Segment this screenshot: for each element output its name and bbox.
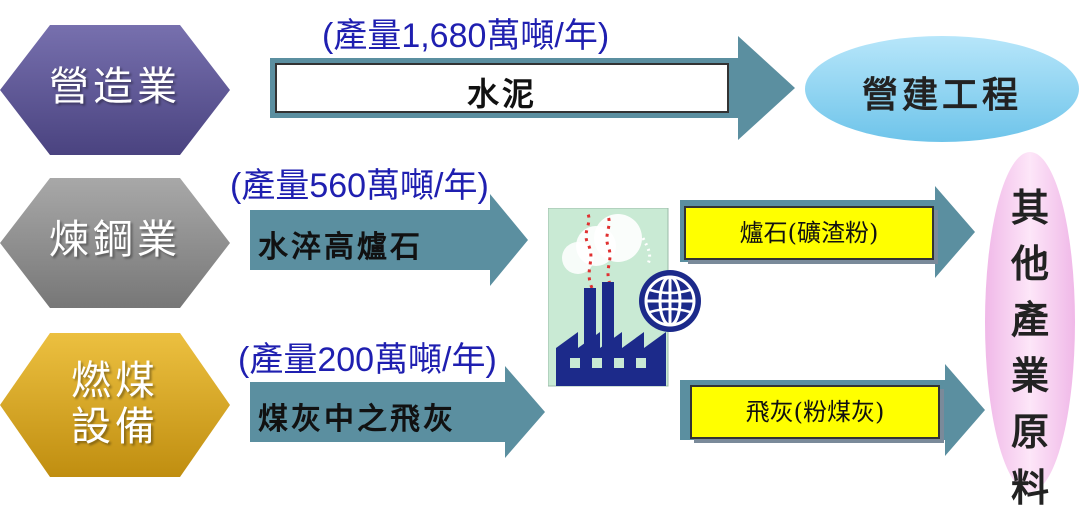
dest-char-4: 業	[1010, 353, 1049, 398]
factory-icon	[548, 208, 669, 387]
source-coal-line1: 燃煤	[71, 358, 159, 404]
source-coal: 燃煤 設備	[25, 358, 205, 450]
production-cement: (產量1,680萬噸/年)	[322, 17, 610, 55]
arrow-row3	[250, 366, 545, 458]
cement-bar	[275, 63, 729, 113]
dest-char-1: 其	[1010, 185, 1049, 230]
source-coal-line2: 設備	[71, 404, 159, 450]
dest-char-3: 產	[1010, 297, 1049, 342]
globe-icon	[639, 270, 701, 332]
source-construction: 營造業	[49, 64, 181, 110]
output-flyash: 飛灰(粉煤灰)	[690, 385, 940, 439]
material-flyash: 煤灰中之飛灰	[258, 402, 456, 437]
source-steel: 煉鋼業	[49, 217, 181, 263]
material-cement: 水泥	[466, 75, 537, 113]
dest-char-2: 他	[1010, 241, 1049, 286]
ellipse-other-industries	[985, 152, 1075, 492]
hex-construction	[0, 25, 230, 155]
production-steel: (產量560萬噸/年)	[230, 167, 489, 205]
dest-char-6: 料	[1010, 465, 1049, 510]
hex-coal	[0, 333, 230, 477]
material-slag: 水淬高爐石	[258, 230, 423, 265]
arrow-row2	[250, 194, 528, 286]
output-slag: 爐石(礦渣粉)	[684, 206, 934, 260]
destination-construction: 營建工程	[861, 74, 1022, 116]
hex-steel	[0, 178, 230, 308]
production-coal: (產量200萬噸/年)	[238, 341, 497, 379]
ellipse-construction	[805, 36, 1079, 142]
dest-char-5: 原	[1010, 409, 1049, 454]
destination-other-industries: 其 他 產 業 原 料	[1005, 180, 1055, 516]
